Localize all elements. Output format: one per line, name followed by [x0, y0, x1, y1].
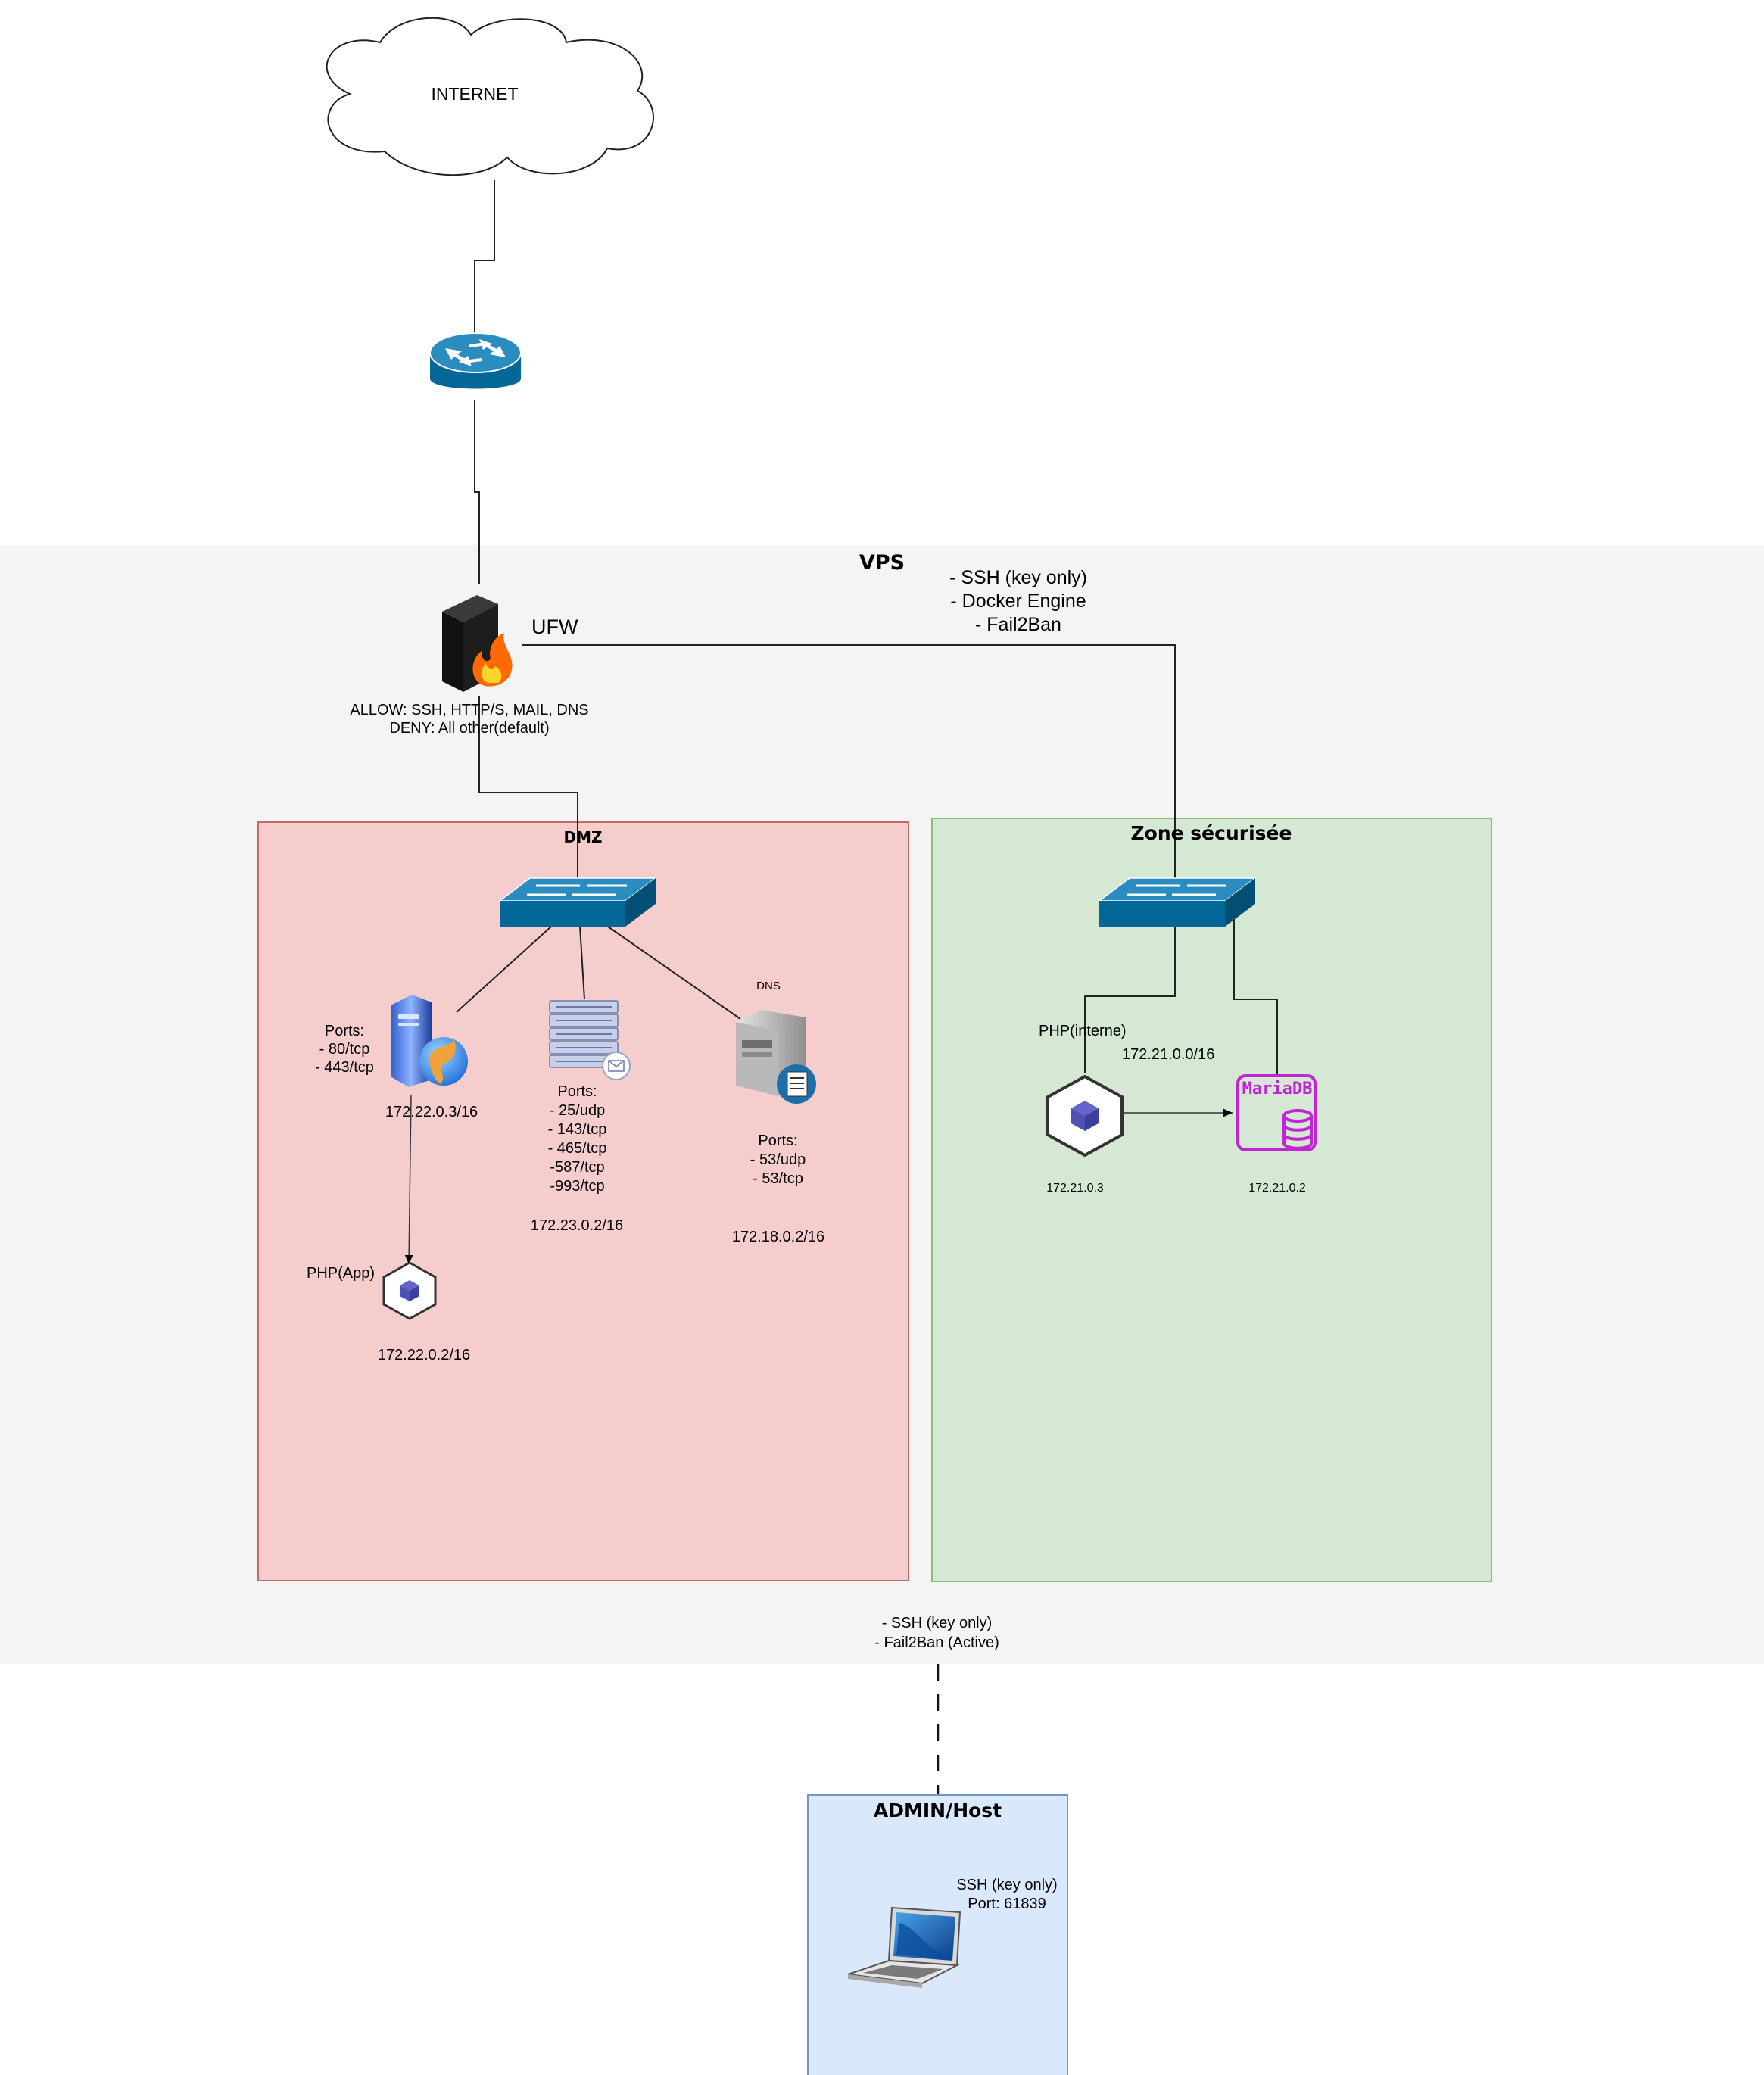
link-dmz-web — [456, 926, 552, 1013]
mail-ports: Ports: - 25/udp - 143/tcp - 465/tcp -587… — [547, 1083, 607, 1195]
firewall-rules: ALLOW: SSH, HTTP/S, MAIL, DNS DENY: All … — [350, 702, 589, 737]
link-dmz-dns — [607, 926, 741, 1020]
php-interne-label: PHP(interne) — [1039, 1023, 1127, 1039]
dns-ip: 172.18.0.2/16 — [731, 1229, 825, 1245]
link-secure-db — [1233, 912, 1278, 1075]
vps-features: - SSH (key only) - Docker Engine - Fail2… — [949, 567, 1087, 635]
vps-title: VPS — [859, 551, 905, 575]
admin-ssh-text: SSH (key only) Port: 61839 — [956, 1877, 1058, 1912]
dns-server-icon — [736, 1010, 816, 1104]
link-firewall-dmz — [478, 696, 578, 880]
secure-switch-icon — [1097, 877, 1258, 927]
mail-ip: 172.23.0.2/16 — [530, 1217, 624, 1234]
php-interne-container-icon — [1046, 1074, 1124, 1157]
mail-server-icon — [549, 1000, 631, 1080]
link-router-firewall — [474, 400, 480, 584]
php-interne-ip: 172.21.0.3 — [1046, 1182, 1104, 1195]
link-secure-php — [1084, 923, 1176, 1073]
web-server-icon — [391, 995, 468, 1087]
link-web-phpapp — [404, 1095, 413, 1265]
mariadb-ip: 172.21.0.2 — [1248, 1182, 1306, 1195]
php-app-ip: 172.22.0.2/16 — [377, 1347, 471, 1363]
firewall-icon — [442, 595, 513, 692]
dns-ports: Ports: - 53/udp - 53/tcp — [750, 1133, 806, 1187]
admin-title: ADMIN/Host — [873, 1799, 1002, 1821]
mariadb-logo-text: MariaDB — [1242, 1080, 1313, 1098]
dmz-switch-icon — [497, 877, 658, 927]
internet-label: INTERNET — [431, 84, 519, 104]
dmz-zone — [257, 821, 909, 1581]
mariadb-icon — [1236, 1074, 1317, 1151]
laptop-icon — [847, 1906, 961, 1988]
secure-zone — [931, 818, 1492, 1582]
router-icon — [429, 332, 522, 389]
link-dmz-mail — [579, 926, 585, 1000]
dns-title: DNS — [756, 980, 781, 992]
firewall-label: UFW — [531, 615, 578, 638]
link-firewall-secure — [522, 644, 1176, 884]
secure-subnet: 172.21.0.0/16 — [1122, 1046, 1215, 1063]
php-app-label: PHP(App) — [307, 1265, 376, 1282]
web-ip: 172.22.0.3/16 — [385, 1104, 478, 1120]
dmz-title: DMZ — [563, 828, 603, 846]
admin-access-text: - SSH (key only) - Fail2Ban (Active) — [874, 1615, 999, 1651]
web-ports: Ports: - 80/tcp - 443/tcp — [315, 1023, 374, 1076]
php-app-container-icon — [382, 1261, 437, 1320]
link-internet-router — [474, 180, 495, 333]
internet-cloud-icon — [326, 17, 654, 176]
secure-zone-title: Zone sécurisée — [1130, 822, 1292, 844]
